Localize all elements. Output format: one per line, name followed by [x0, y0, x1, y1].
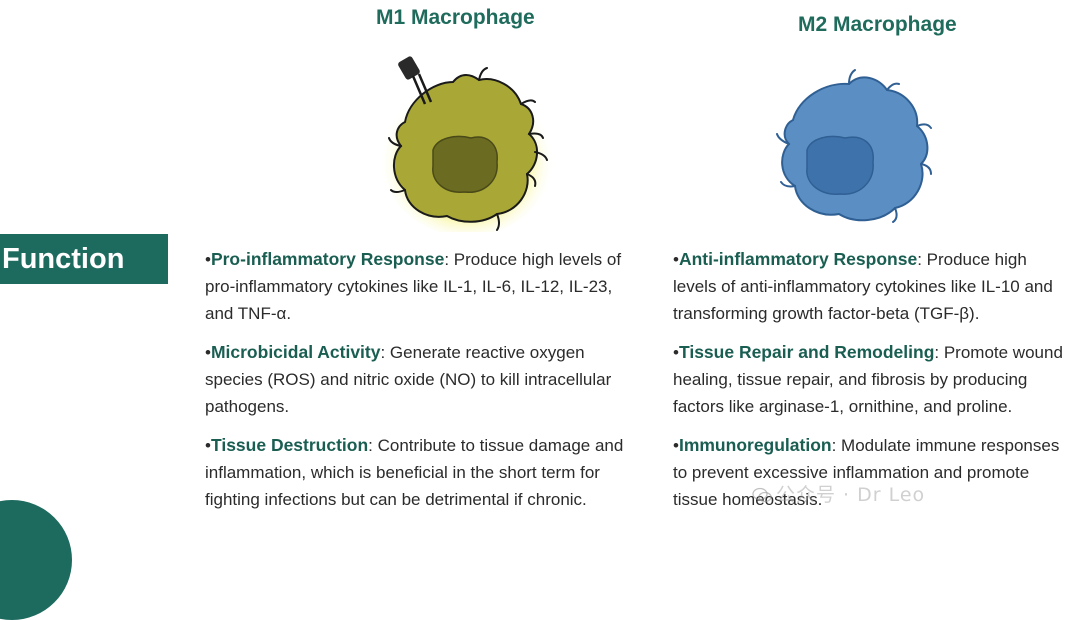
- item-heading: Immunoregulation: [678, 435, 832, 455]
- list-item: •Immunoregulation: Modulate immune respo…: [673, 435, 1060, 509]
- item-text: : Modulate immune responses to prevent e…: [673, 436, 1060, 509]
- item-heading: Microbicidal Activity: [210, 342, 381, 362]
- list-item: •Anti-inflammatory Response: Produce hig…: [673, 249, 1053, 323]
- m1-title: M1 Macrophage: [376, 6, 535, 29]
- m2-title: M2 Macrophage: [798, 13, 957, 36]
- item-text: : Produce high levels of pro-inflammator…: [205, 250, 622, 323]
- list-item: •Tissue Repair and Remodeling: Promote w…: [673, 342, 1063, 416]
- item-heading: Anti-inflammatory Response: [678, 249, 918, 269]
- list-item: •Tissue Destruction: Contribute to tissu…: [205, 435, 624, 509]
- m1-macrophage-illustration: [379, 56, 555, 232]
- item-text: : Generate reactive oxygen species (ROS)…: [205, 343, 612, 416]
- item-heading: Tissue Repair and Remodeling: [678, 342, 935, 362]
- function-section-label: Function: [0, 234, 168, 284]
- list-item: •Microbicidal Activity: Generate reactiv…: [205, 342, 612, 416]
- m2-macrophage-illustration: [776, 69, 932, 223]
- m2-function-list: •Anti-inflammatory Response: Produce hig…: [673, 246, 1073, 525]
- decorative-circle: [0, 500, 72, 620]
- list-item: •Pro-inflammatory Response: Produce high…: [205, 249, 622, 323]
- item-text: : Produce high levels of anti-inflammato…: [673, 250, 1053, 323]
- item-text: : Contribute to tissue damage and inflam…: [205, 436, 624, 509]
- item-text: : Promote wound healing, tissue repair, …: [673, 343, 1063, 416]
- m1-function-list: •Pro-inflammatory Response: Produce high…: [205, 246, 635, 525]
- pathogen-icon: [398, 56, 433, 105]
- item-heading: Tissue Destruction: [210, 435, 369, 455]
- item-heading: Pro-inflammatory Response: [210, 249, 445, 269]
